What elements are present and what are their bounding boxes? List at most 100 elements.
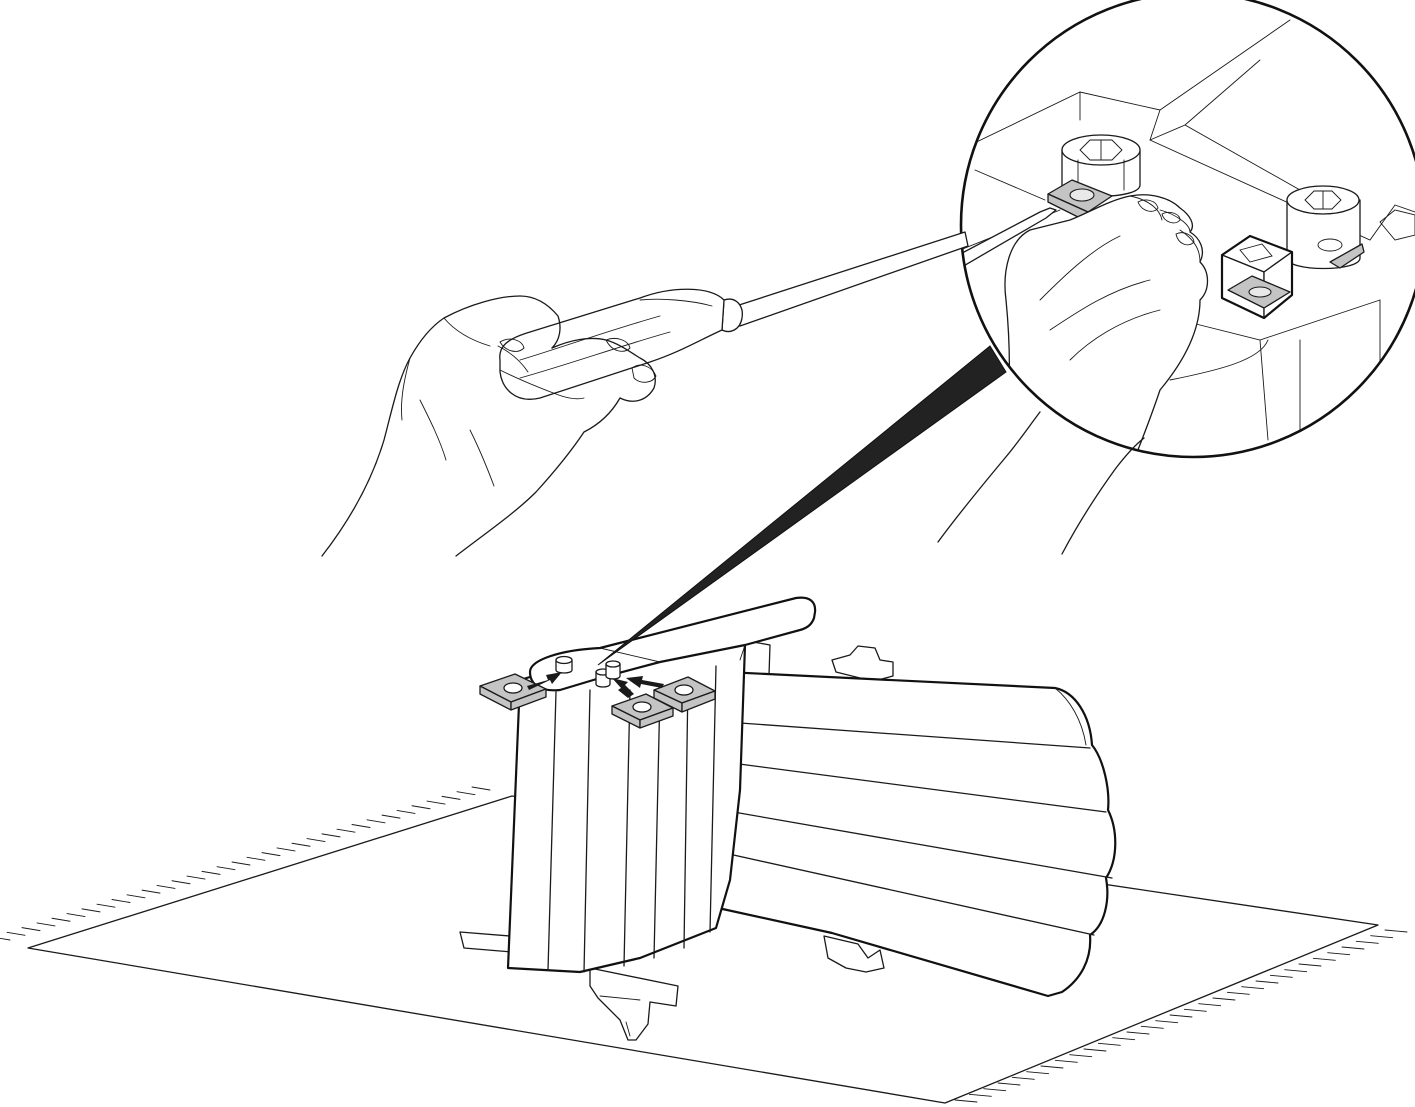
- seat-slat-line: [723, 761, 1107, 813]
- floor-hatch-tick: [471, 786, 491, 791]
- floor-hatch-tick: [321, 833, 341, 838]
- screwdriver-handle: [499, 288, 725, 400]
- floor-hatch-tick: [81, 908, 101, 913]
- floor-hatch-tick: [1284, 969, 1308, 973]
- back-slat-line: [623, 689, 631, 967]
- floor-hatch-tick: [351, 824, 371, 828]
- floor-hatch-tick: [381, 814, 401, 819]
- detail-clip-tab: [1329, 243, 1365, 269]
- floor-hatch-tick: [426, 800, 446, 805]
- seat-slat-line: [721, 809, 1113, 879]
- floor-hatch-tick: [441, 795, 461, 800]
- hand-icon: [999, 194, 1209, 457]
- back-slat-line: [547, 691, 557, 971]
- floor-hatch-tick: [1255, 980, 1279, 984]
- right-forearm: [937, 411, 1145, 555]
- floor-hatch-tick: [1026, 1071, 1050, 1075]
- floor-hatch-tick: [261, 852, 281, 857]
- insert-arrow-icon: [626, 676, 664, 688]
- floor-hatch-tick: [231, 861, 251, 866]
- rear-foot-bracket: [831, 645, 894, 681]
- floor-hatch-tick: [201, 870, 221, 875]
- floor-hatch-tick: [336, 828, 356, 833]
- fingernail: [605, 337, 631, 352]
- floor-sheet: [0, 786, 1408, 1104]
- floor-hatch-tick: [126, 894, 146, 899]
- screwdriver-ferrule: [721, 298, 743, 333]
- floor-hatch-tick: [1298, 963, 1322, 967]
- floor-hatch-tick: [456, 791, 476, 796]
- floor-hatch-tick: [291, 842, 311, 847]
- detail-nut-holder: [1220, 234, 1294, 320]
- floor-hatch-tick: [1126, 1031, 1150, 1035]
- back-rest: [506, 643, 747, 974]
- floor-hatch-tick: [6, 931, 26, 936]
- square-nut-hole: [1248, 286, 1272, 298]
- chair-assembly: [459, 596, 1117, 1041]
- floor-hatch-tick: [1212, 997, 1236, 1001]
- floor-hatch-tick: [1226, 991, 1250, 995]
- floor-hatch-tick: [21, 927, 41, 932]
- front-foot-left: [459, 931, 513, 953]
- floor-hatch-tick: [1327, 952, 1351, 956]
- back-slat-line: [583, 689, 591, 973]
- floor-hatch-tick: [156, 884, 176, 889]
- floor-hatch-tick: [216, 866, 236, 871]
- floor-hatch-tick: [1169, 1014, 1193, 1018]
- square-nut: [479, 673, 547, 711]
- floor-hatch-tick: [366, 819, 386, 824]
- floor-hatch-tick: [1011, 1076, 1035, 1080]
- insert-arrow-icon: [612, 678, 634, 698]
- detail-bolt-cylinder: [1286, 185, 1365, 270]
- dowel-pin: [605, 660, 621, 680]
- detail-magnifier-icon: [961, 19, 1415, 457]
- floor-hatch-tick: [276, 847, 296, 852]
- floor-hatch-tick: [1198, 1003, 1222, 1007]
- floor-hatch-tick: [1384, 929, 1408, 933]
- floor-hatch-tick: [1140, 1025, 1164, 1029]
- screwdriver-shaft: [735, 231, 969, 327]
- floor-hatch-tick: [0, 937, 11, 941]
- floor-hatch-tick: [997, 1082, 1021, 1086]
- fingernail: [631, 364, 657, 383]
- front-foot-bracket: [589, 967, 679, 1041]
- floor-hatch-tick: [1069, 1054, 1093, 1058]
- floor-hatch-tick: [968, 1093, 992, 1097]
- back-slat-line: [683, 679, 689, 949]
- floor-hatch-tick: [1155, 1020, 1179, 1024]
- floor-hatch-tick: [96, 903, 116, 908]
- back-slat-line: [653, 689, 661, 959]
- detail-magnifier-frame: [959, 0, 1415, 459]
- floor-hatch-tick: [1112, 1037, 1136, 1041]
- fingernail: [1137, 199, 1195, 246]
- floor-hatch-tick: [1054, 1059, 1078, 1063]
- floor-hatch-right: [954, 929, 1408, 1103]
- floor-hatch-tick: [66, 913, 86, 918]
- floor-hatch-tick: [1083, 1048, 1107, 1052]
- armrest-outline: [528, 596, 817, 692]
- floor-hatch-tick: [1370, 935, 1394, 939]
- dowel-pin: [555, 655, 573, 674]
- lower-seat-bracket: [823, 935, 885, 973]
- seat-slat-line: [725, 721, 1091, 749]
- back-slat-line: [709, 665, 717, 933]
- floor-hatch-left: [0, 786, 491, 941]
- seat-outline: [716, 670, 1117, 998]
- floor-hatch-tick: [1097, 1042, 1121, 1046]
- square-nut: [653, 676, 716, 713]
- square-nut-hole: [674, 684, 694, 696]
- floor-hatch-tick: [186, 875, 206, 880]
- fingernail: [499, 338, 525, 352]
- floor-hatch-tick: [111, 899, 131, 903]
- floor-hatch-tick: [1269, 974, 1293, 978]
- floor-hatch-tick: [1241, 986, 1265, 990]
- square-nut-hole: [632, 701, 652, 713]
- floor-hatch-tick: [1355, 940, 1379, 944]
- floor-hatch-tick: [396, 809, 416, 814]
- floor-hatch-tick: [141, 889, 161, 894]
- floor-hatch-tick: [954, 1099, 978, 1103]
- seat-panel: [716, 670, 1117, 998]
- floor-hatch-tick: [36, 922, 56, 927]
